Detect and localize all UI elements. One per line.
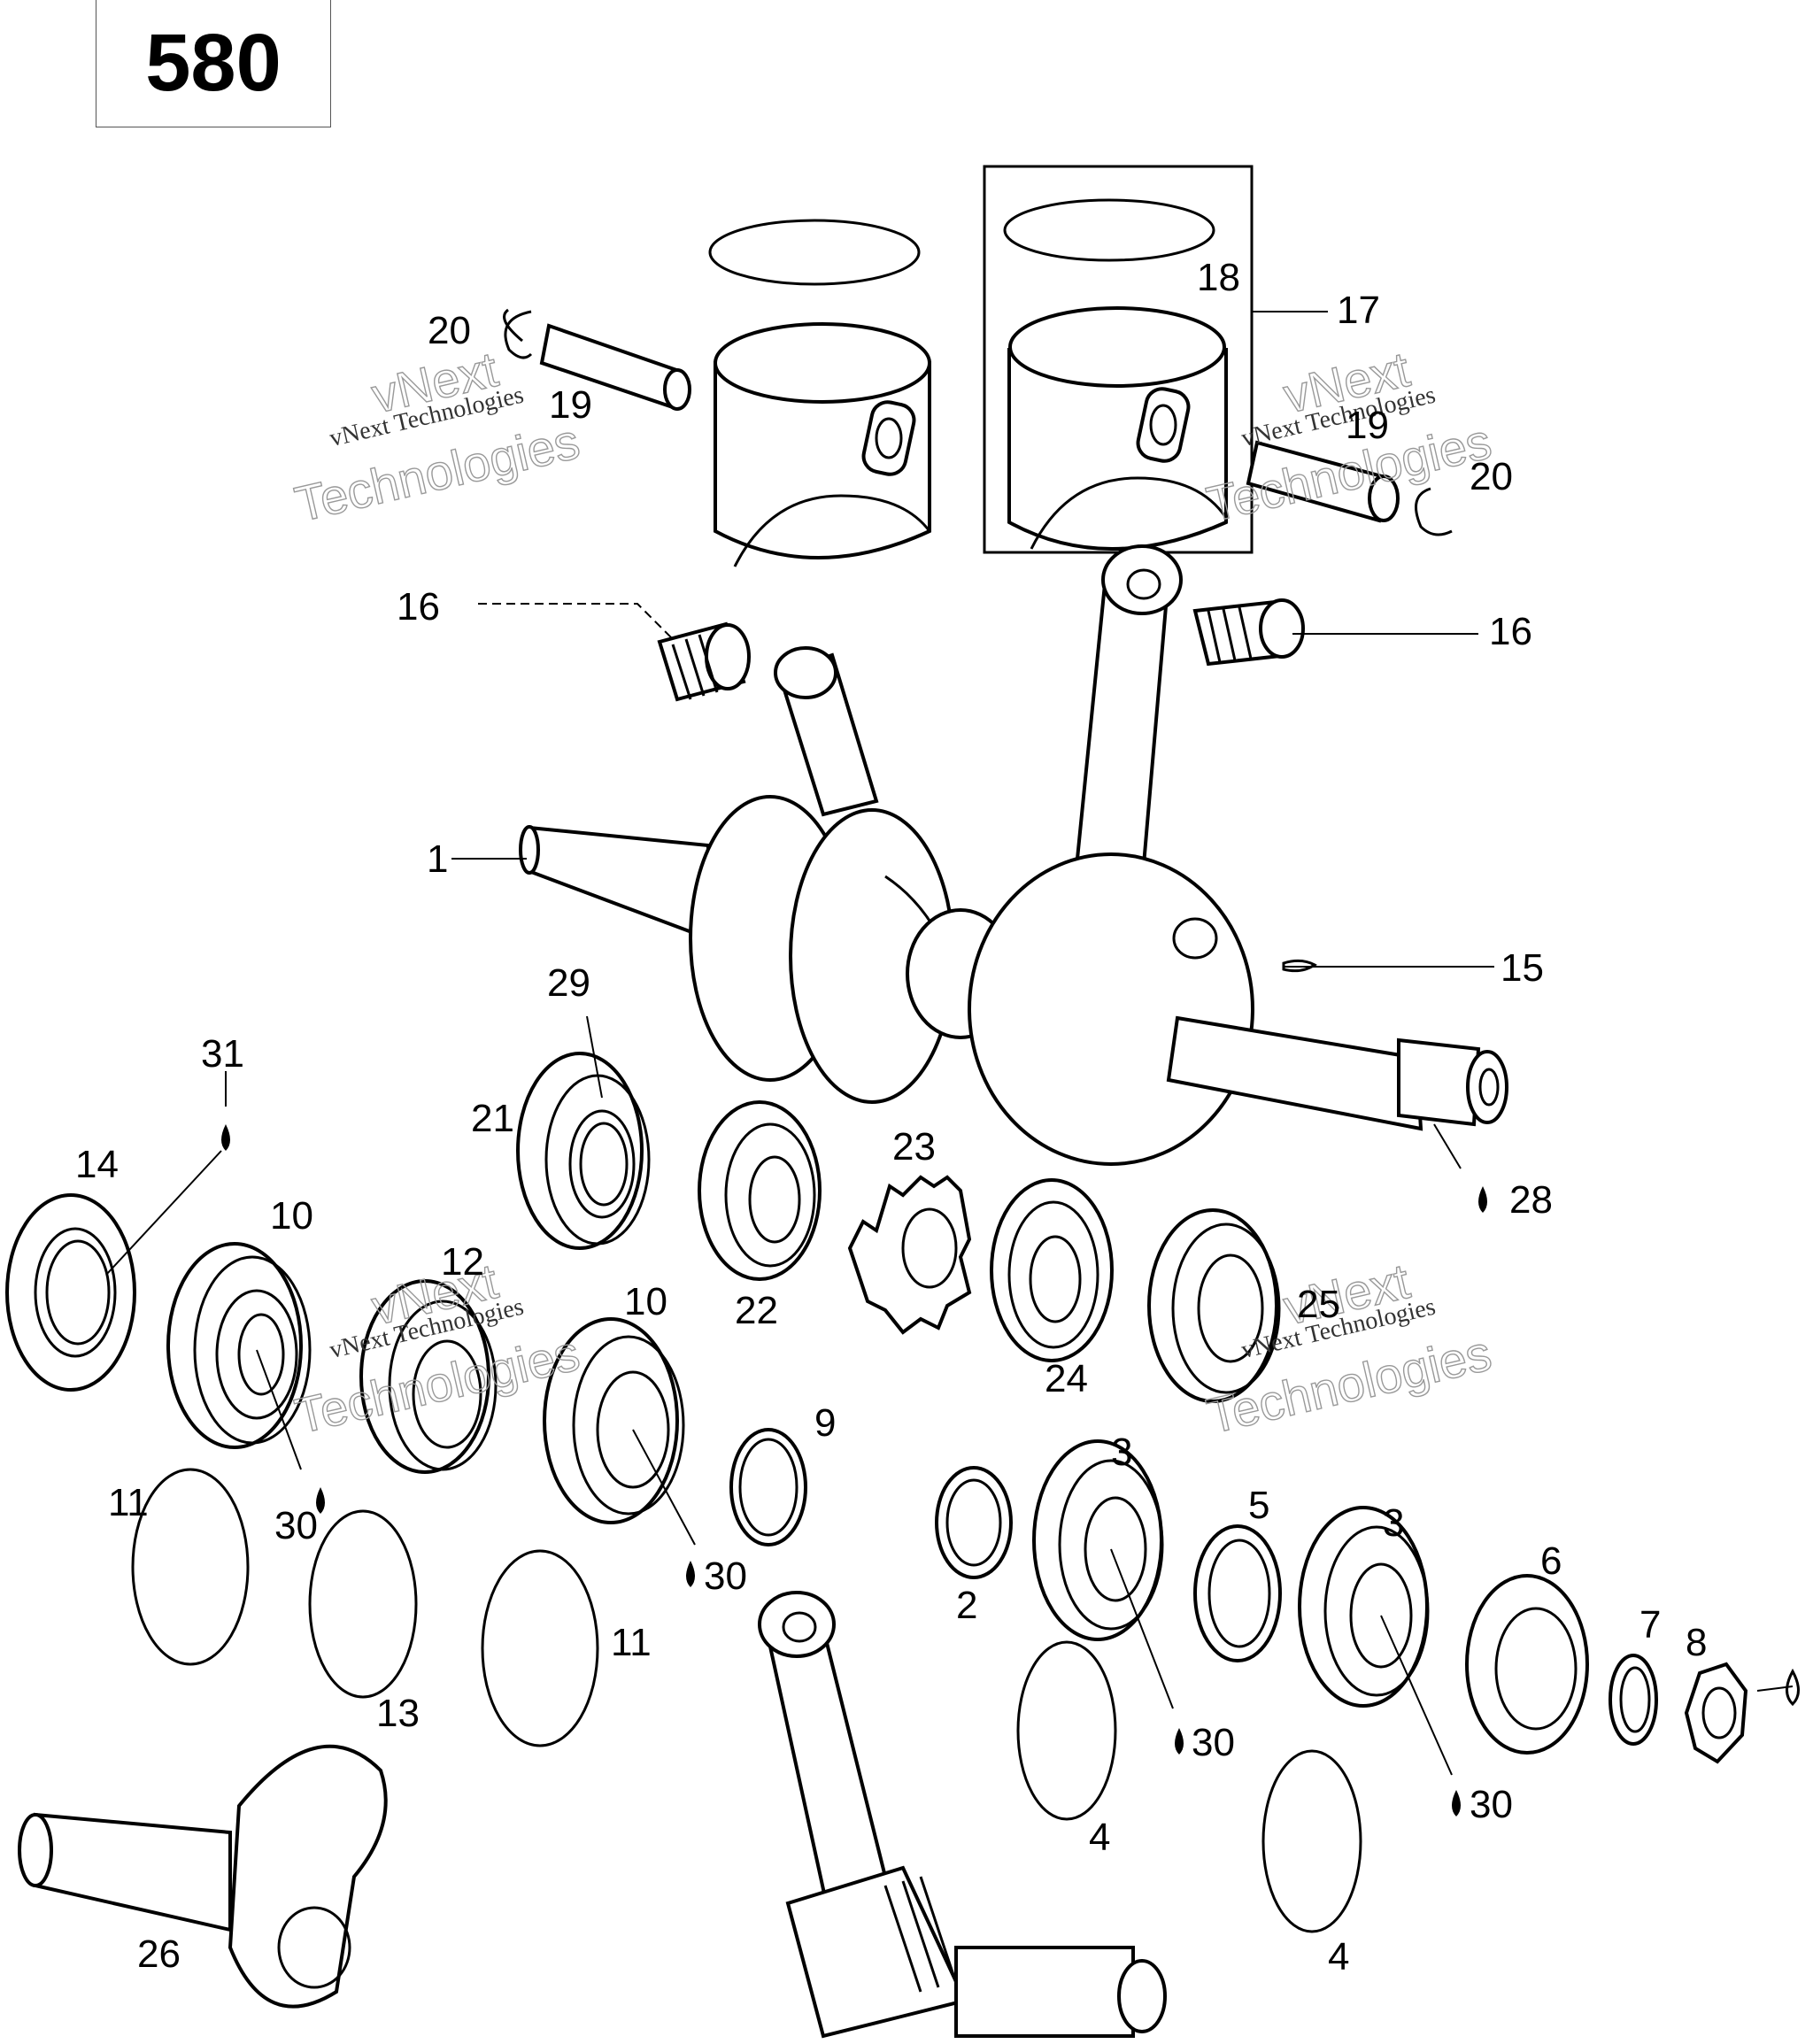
oil-drop-31 [221,1124,230,1151]
oil-drop-30b [686,1561,695,1587]
oil-drop-30a [316,1487,325,1514]
watermark-top-right: vNext vNext Technologies Technologies [1201,340,1497,533]
drive-gear-23 [847,1175,972,1335]
oil-drop-8 [1786,1668,1800,1707]
callout-4-right: 4 [1328,1935,1349,1978]
callout-24: 24 [1045,1357,1088,1400]
watermark-top-left: vNext vNext Technologies Technologies [289,340,585,533]
ball-bearing-10-left [166,1242,312,1449]
ball-bearing-25 [1147,1208,1281,1403]
callout-21: 21 [471,1097,514,1140]
piston-pin-right [1246,440,1400,523]
woodruff-key [1282,959,1317,973]
callout-13: 13 [376,1692,420,1735]
callout-3-right: 3 [1383,1501,1404,1545]
leader-lines [105,311,1794,1776]
o-ring-11-left [131,1468,250,1666]
callout-30-a: 30 [274,1504,318,1547]
callout-5: 5 [1248,1484,1269,1527]
connecting-rod [758,1591,1167,2039]
oil-seal-6 [1465,1574,1589,1755]
callout-labels: 1 2 3 3 4 4 5 6 7 8 9 10 10 11 11 12 13 … [75,256,1707,1978]
shim-2 [935,1466,1013,1579]
circlip-left [503,308,523,343]
callout-11-right: 11 [611,1621,652,1664]
callout-17: 17 [1337,289,1380,332]
seal-21-29 [516,1052,651,1250]
ball-bearing-10-right [543,1317,685,1524]
callout-22: 22 [735,1289,778,1332]
bearing-12 [359,1279,498,1474]
callout-6: 6 [1540,1539,1562,1583]
callout-16-left: 16 [397,585,440,629]
callout-19-right: 19 [1346,404,1389,447]
callout-23: 23 [892,1125,936,1169]
piston-pin-left [539,323,691,411]
callout-16-right: 16 [1489,610,1532,653]
callout-20-right: 20 [1470,455,1513,498]
shim-9 [729,1428,807,1546]
callout-8: 8 [1686,1621,1707,1664]
oil-drop-30d [1452,1790,1461,1816]
callout-29: 29 [547,961,590,1005]
callout-4-left: 4 [1089,1816,1110,1859]
circlip-right [1415,487,1453,536]
callout-30-d: 30 [1470,1783,1513,1826]
oil-seal-14 [5,1193,136,1392]
callout-2: 2 [956,1584,977,1627]
crankshaft [519,544,1508,1166]
callout-9: 9 [814,1401,836,1445]
crank-half-26 [18,1744,388,2009]
page-code-box: 580 [96,0,331,127]
callout-18: 18 [1197,256,1240,299]
callout-14: 14 [75,1143,119,1186]
callout-12: 12 [441,1240,484,1284]
callout-30-c: 30 [1192,1721,1235,1764]
seal-22 [698,1100,822,1281]
o-ring-11-right [481,1549,599,1747]
spacer-5 [1193,1524,1282,1662]
callout-31: 31 [201,1032,244,1076]
callout-10-left: 10 [270,1194,313,1238]
callout-26: 26 [137,1932,181,1976]
oil-drop-28 [1478,1186,1487,1213]
callout-10-right: 10 [624,1280,667,1323]
ball-bearing-3-right [1298,1506,1430,1708]
o-ring-4-right [1261,1749,1362,1933]
piston-left [708,219,931,567]
watermark-mid-left: vNext vNext Technologies Technologies [289,1252,585,1445]
callout-7: 7 [1639,1603,1661,1647]
needle-bearing-right [1192,598,1305,667]
nut-8 [1684,1662,1748,1764]
o-ring-4-left [1016,1640,1117,1821]
callout-28: 28 [1509,1178,1553,1222]
oil-drop-30c [1175,1728,1184,1755]
callout-15: 15 [1501,946,1544,990]
callout-19-left: 19 [549,383,592,427]
o-ring-13 [308,1509,418,1699]
callout-30-b: 30 [704,1554,747,1598]
callout-1: 1 [427,837,448,881]
ball-bearing-3-left [1032,1439,1164,1641]
callout-11-left: 11 [108,1481,149,1524]
callout-20-left: 20 [428,309,471,352]
callout-3-left: 3 [1111,1431,1132,1474]
piston-kit-box-right [983,165,1254,554]
seal-24 [990,1178,1114,1362]
callout-25: 25 [1297,1283,1340,1326]
needle-bearing-left [657,621,751,702]
